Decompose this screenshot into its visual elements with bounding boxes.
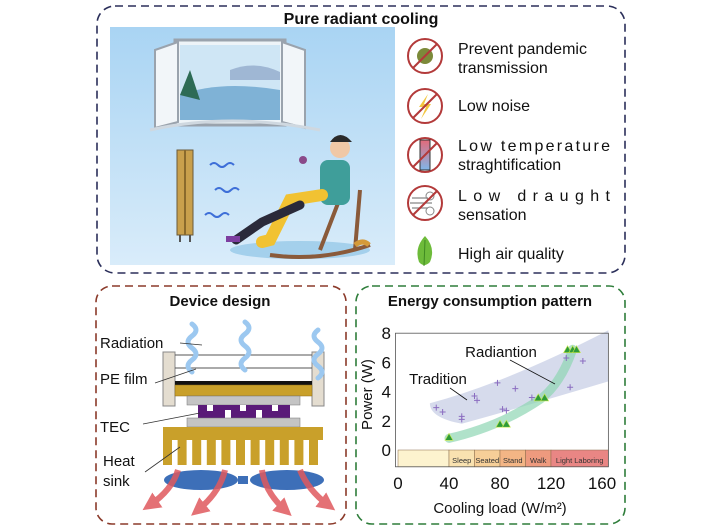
x-tick-label: 0: [393, 474, 402, 493]
device-diagram: [142, 319, 336, 517]
panel-title: Pure radiant cooling: [284, 11, 439, 28]
y-tick-label: 8: [382, 324, 391, 343]
tradition-data-point: [512, 385, 519, 392]
radiant-panel-illustration: [176, 149, 240, 242]
benefit-low-noise: Low noise: [407, 88, 530, 124]
window-illustration: [149, 38, 321, 132]
heat-sink-fin: [206, 440, 216, 465]
room-illustration: [110, 27, 395, 265]
y-tick-label: 4: [382, 383, 391, 402]
top-panel: Pure radiant cooling: [96, 5, 626, 274]
virus-crossed-icon: [407, 38, 443, 74]
y-tick-label: 0: [382, 441, 391, 460]
heat-sink-fin: [309, 440, 318, 465]
benefit-prevent-pandemic: Prevent pandemic transmission: [407, 38, 587, 77]
heat-sink-fin: [236, 440, 245, 465]
y-axis-label: Power (W): [359, 359, 376, 430]
panel-border: [95, 285, 347, 525]
benefit-low-draught: Low draught sensation: [407, 185, 611, 224]
benefit-text: Low draught: [458, 188, 611, 205]
label-radiation: Radiation: [100, 335, 163, 352]
heat-sink-fin: [265, 440, 275, 465]
radiation-data-point: [540, 393, 550, 402]
panel-title: Device design: [170, 293, 271, 310]
activity-band-label: Sleep: [452, 456, 471, 465]
label-pe-film: PE film: [100, 371, 148, 388]
radiation-wave-icon: [185, 319, 325, 381]
leaf-icon: [417, 236, 433, 267]
activity-band-label: Walk: [530, 456, 547, 465]
benefit-text: Low noise: [458, 98, 530, 115]
leader-lines: [142, 342, 203, 473]
wind-crossed-icon: [407, 185, 443, 221]
y-tick-label: 2: [382, 412, 391, 431]
heat-sink-fin: [177, 440, 187, 465]
x-axis-label: Cooling load (W/m²): [433, 500, 566, 517]
label-heat: Heat: [103, 453, 136, 470]
benefit-text: sensation: [458, 207, 527, 224]
annotation-radiantion: Radiantion: [465, 344, 537, 361]
x-tick-label: 120: [537, 474, 565, 493]
heat-sink-fin: [163, 440, 172, 465]
x-tick-label: 40: [440, 474, 459, 493]
radiation-data-point: [533, 393, 543, 402]
benefit-text: straghtification: [458, 157, 561, 174]
activity-band-label: Light Laboring: [556, 456, 604, 465]
plot-frame: [395, 332, 609, 468]
label-sink: sink: [103, 473, 130, 490]
benefit-low-temperature: Low temperature straghtification: [407, 137, 610, 174]
tradition-data-point: [474, 397, 481, 404]
benefit-text: Prevent pandemic: [458, 41, 587, 58]
activity-band-label: Stand: [503, 456, 523, 465]
tradition-data-point: [579, 357, 586, 364]
radiation-trend-band: [444, 344, 578, 443]
benefit-high-air-quality: High air quality: [417, 236, 564, 267]
heat-sink-fin: [279, 440, 289, 465]
tradition-data-point: [439, 409, 446, 416]
tradition-data-point: [528, 394, 535, 401]
heat-sink-fin: [294, 440, 304, 465]
panel-border: [355, 285, 626, 525]
tradition-data-point: [563, 355, 570, 362]
person-illustration: [226, 135, 371, 260]
x-tick-label: 80: [491, 474, 510, 493]
thermometer-crossed-icon: [407, 137, 443, 173]
panel-title: Energy consumption pattern: [388, 293, 592, 310]
label-tec: TEC: [100, 419, 130, 436]
heat-sink-fin: [192, 440, 202, 465]
noise-crossed-icon: [407, 88, 443, 124]
radiation-data-point: [501, 419, 511, 428]
device-panel: Device design: [95, 285, 347, 525]
tradition-data-point: [471, 392, 478, 399]
tradition-data-point: [499, 406, 506, 413]
benefit-text: transmission: [458, 60, 548, 77]
heat-sink-base: [163, 427, 323, 440]
tradition-data-point: [433, 404, 440, 411]
activity-band-label: Seated: [475, 456, 499, 465]
annotation-leader-line: [509, 359, 556, 385]
radiation-data-point: [571, 345, 582, 354]
annotation-tradition: Tradition: [409, 371, 467, 388]
heat-sink-fin: [250, 440, 260, 465]
benefit-text: Low temperature: [458, 138, 610, 155]
benefit-text: High air quality: [458, 246, 564, 263]
y-tick-label: 6: [382, 353, 391, 372]
airflow-arrows: [142, 468, 336, 517]
heat-sink-fin: [221, 440, 231, 465]
tradition-data-point: [567, 384, 574, 391]
tradition-data-point: [494, 379, 501, 386]
benefits-list: Prevent pandemic transmission Low noise …: [407, 38, 611, 267]
tradition-data-point: [503, 407, 510, 414]
activity-band: [397, 449, 450, 468]
annotation-leader-line: [449, 387, 468, 401]
x-tick-label: 160: [588, 474, 616, 493]
radiation-data-point: [495, 419, 505, 428]
energy-panel: Energy consumption pattern Sleep Seated St…: [355, 285, 626, 525]
heat-sink-illustration: [163, 427, 323, 465]
tradition-data-point: [458, 413, 465, 420]
radiation-data-point: [444, 432, 454, 441]
